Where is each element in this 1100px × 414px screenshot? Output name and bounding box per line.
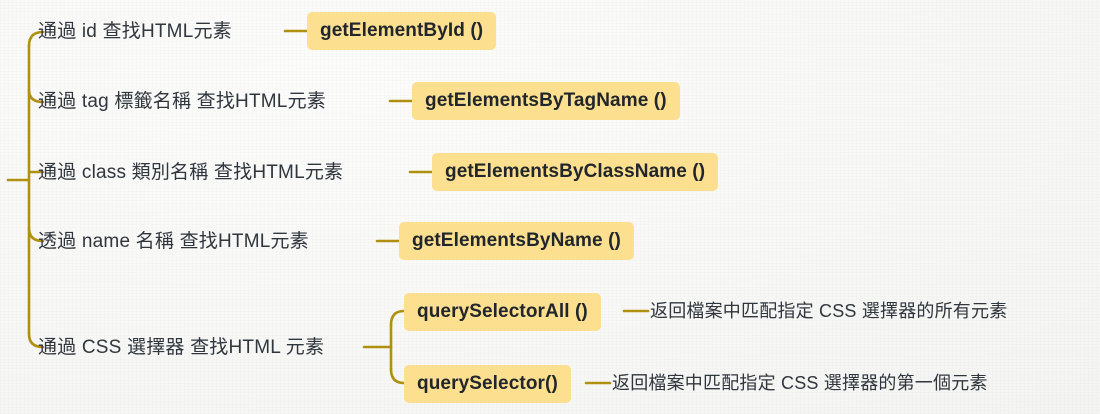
branch-hook-2	[27, 88, 45, 104]
method-badge-queryselectorall[interactable]: querySelectorAll ()	[404, 293, 601, 331]
branch-hook-5	[27, 332, 45, 349]
method-badge-getelementsbyclassname[interactable]: getElementsByClassName ()	[432, 153, 719, 191]
description-queryselector: 返回檔案中匹配指定 CSS 選擇器的第一個元素	[612, 373, 988, 393]
branch-label-tag[interactable]: 通過 tag 標籤名稱 查找HTML元素	[38, 91, 326, 112]
branch-label-class[interactable]: 通過 class 類別名稱 查找HTML元素	[38, 162, 344, 183]
sub-branch-hook-2	[389, 367, 406, 385]
method-badge-getelementsbytagname[interactable]: getElementsByTagName ()	[412, 82, 680, 120]
branch-label-css-selector[interactable]: 通過 CSS 選擇器 查找HTML 元素	[38, 337, 325, 358]
description-queryselectorall: 返回檔案中匹配指定 CSS 選擇器的所有元素	[650, 301, 1008, 321]
method-badge-getelementsbyname[interactable]: getElementsByName ()	[399, 222, 634, 260]
branch-hook-1	[27, 30, 45, 48]
method-badge-queryselector[interactable]: querySelector()	[404, 365, 571, 403]
method-badge-getelementbyid[interactable]: getElementById ()	[307, 12, 497, 50]
sub-branch-hook-1	[389, 309, 406, 327]
branch-label-id[interactable]: 通過 id 查找HTML元素	[38, 21, 232, 42]
branch-hook-4	[27, 226, 45, 243]
branch-label-name[interactable]: 透過 name 名稱 查找HTML元素	[38, 231, 309, 252]
